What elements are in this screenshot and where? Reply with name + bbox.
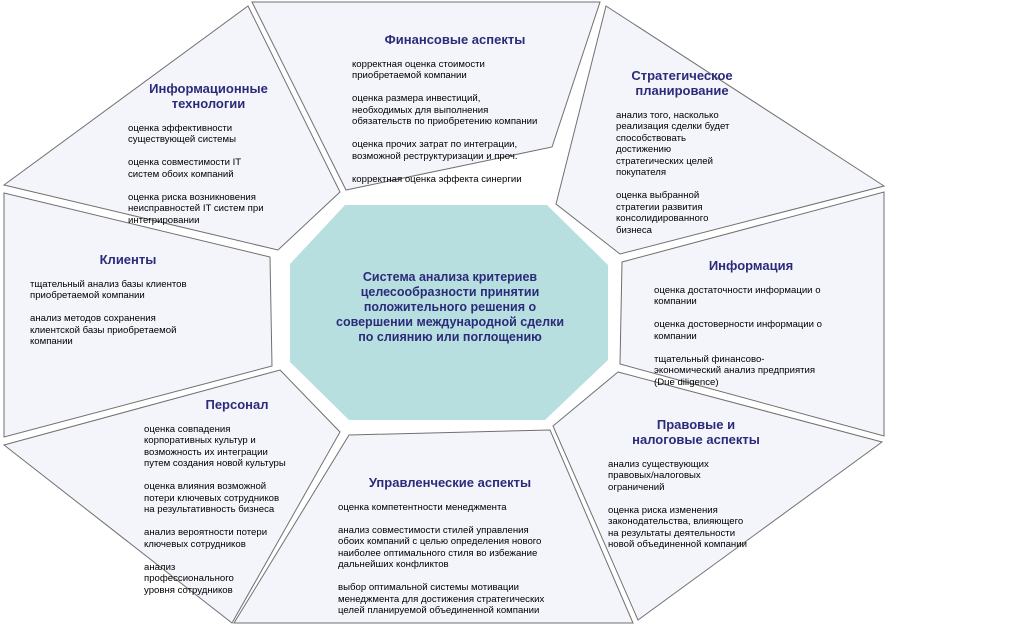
list-item: оценка достаточности информации о компан… — [654, 284, 821, 308]
segment-information-list: оценка достаточности информации о компан… — [654, 273, 858, 400]
list-item: оценка совпадения корпоративных культур … — [144, 423, 286, 470]
list-item: анализ вероятности потери ключевых сотру… — [144, 527, 268, 550]
segment-financial-title: Финансовые аспекты — [384, 32, 526, 47]
segment-strategic: Стратегическое планирование анализ того,… — [612, 68, 752, 248]
segment-legal: Правовые и налоговые аспекты анализ суще… — [606, 417, 806, 562]
segment-personnel: Персонал оценка совпадения корпоративных… — [142, 397, 312, 608]
list-item: анализ существующих правовых/налоговых о… — [608, 458, 709, 493]
list-item: тщательный финансово- экономический анал… — [654, 353, 816, 388]
list-item: оценка риска изменения законодательства,… — [608, 504, 747, 551]
segment-personnel-shape — [2, 369, 341, 624]
segment-financial-shape — [251, 1, 601, 191]
list-item: оценка риска возникновения неисправносте… — [128, 191, 264, 226]
list-item: анализ методов сохранения клиентской баз… — [30, 313, 177, 347]
segment-legal-shape — [552, 371, 884, 621]
segment-strategic-shape — [555, 5, 886, 255]
list-item: анализ совместимости стилей управления о… — [338, 524, 542, 571]
segment-information-shape — [619, 191, 885, 437]
segment-it-list: оценка эффективности существующей систем… — [128, 111, 291, 238]
list-item: тщательный анализ базы клиентов приобрет… — [30, 278, 187, 302]
segment-clients-title: Клиенты — [99, 252, 157, 267]
segment-personnel-list: оценка совпадения корпоративных культур … — [144, 412, 312, 608]
center-octagon — [290, 205, 608, 420]
center-title: Система анализа критериев целесообразнос… — [336, 270, 564, 344]
segment-legal-title: Правовые и налоговые аспекты — [632, 417, 760, 447]
segment-information-title: Информация — [708, 258, 794, 273]
segment-it-title: Информационные технологии — [149, 81, 268, 111]
segment-clients-list: тщательный анализ базы клиентов приобрет… — [30, 267, 248, 359]
segment-strategic-title: Стратегическое планирование — [631, 68, 733, 98]
list-item: оценка достоверности информации о компан… — [654, 319, 822, 342]
list-item: выбор оптимальной системы мотивации мене… — [338, 582, 545, 616]
segment-strategic-list: анализ того, насколько реализация сделки… — [616, 98, 752, 248]
list-item: корректная оценка эффекта синергии — [352, 173, 522, 185]
list-item: оценка выбранной стратегии развития конс… — [616, 190, 709, 236]
list-item: оценка эффективности существующей систем… — [128, 122, 236, 146]
list-item: оценка прочих затрат по интеграции, возм… — [352, 139, 518, 162]
segment-information: Информация оценка достаточности информац… — [648, 258, 858, 400]
segment-clients: Клиенты тщательный анализ базы клиентов … — [28, 252, 248, 359]
list-item: оценка совместимости IT систем обоих ком… — [128, 157, 242, 180]
list-item: оценка влияния возможной потери ключевых… — [144, 481, 280, 515]
list-item: анализ профессионального уровня сотрудни… — [144, 561, 234, 596]
list-item: корректная оценка стоимости приобретаемо… — [352, 58, 485, 82]
segment-management-shape — [233, 429, 634, 624]
list-item: анализ того, насколько реализация сделки… — [616, 109, 730, 179]
segment-financial-list: корректная оценка стоимости приобретаемо… — [352, 47, 570, 197]
segment-it: Информационные технологии оценка эффекти… — [126, 81, 291, 238]
segment-clients-shape — [3, 192, 273, 438]
segment-financial: Финансовые аспекты корректная оценка сто… — [340, 32, 570, 197]
segment-management-title: Управленческие аспекты — [368, 475, 532, 490]
segment-legal-list: анализ существующих правовых/налоговых о… — [608, 447, 806, 562]
list-item: оценка размера инвестиций, необходимых д… — [352, 93, 538, 127]
segment-it-shape — [2, 5, 341, 251]
list-item: оценка компетентности менеджмента — [338, 501, 507, 513]
segment-personnel-title: Персонал — [205, 397, 269, 412]
segment-management: Управленческие аспекты оценка компетентн… — [330, 475, 590, 628]
segment-management-list: оценка компетентности менеджмента анализ… — [338, 490, 590, 628]
